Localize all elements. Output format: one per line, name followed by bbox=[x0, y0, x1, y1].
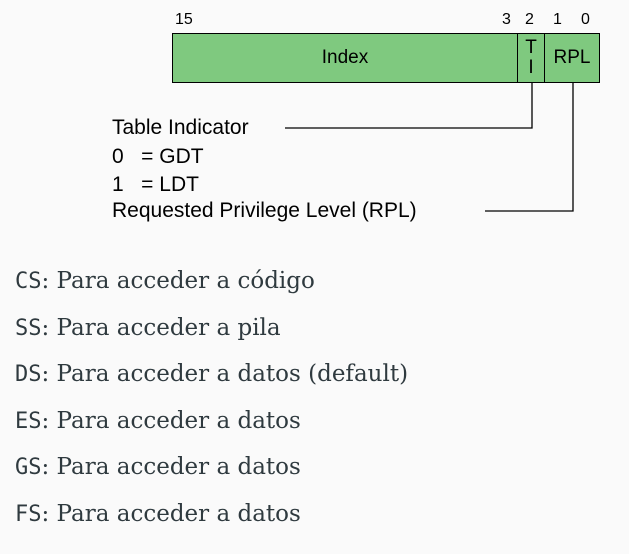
bit-number-1: 1 bbox=[553, 11, 562, 28]
bit-number-0: 0 bbox=[581, 11, 590, 28]
list-item: SS: Para acceder a pila bbox=[15, 310, 408, 357]
bit-number-2: 2 bbox=[525, 11, 534, 28]
segment-register-name: DS bbox=[15, 362, 42, 387]
segment-register-name: SS bbox=[15, 315, 42, 341]
list-item: CS: Para acceder a código bbox=[15, 263, 408, 310]
bit-number-3: 3 bbox=[502, 11, 511, 28]
ldt-label: 1 = LDT bbox=[112, 173, 199, 196]
segment-register-name: GS bbox=[15, 455, 42, 480]
bit-number-15: 15 bbox=[175, 11, 193, 28]
rpl-field-label: RPL bbox=[553, 47, 591, 68]
index-field: Index bbox=[172, 33, 518, 83]
ti-field-label: TI bbox=[525, 37, 537, 78]
list-item: FS: Para acceder a datos bbox=[15, 496, 408, 543]
rpl-label: Requested Privilege Level (RPL) bbox=[112, 199, 417, 222]
segment-register-description: : Para acceder a datos bbox=[41, 454, 301, 480]
index-field-label: Index bbox=[321, 47, 369, 68]
list-item: ES: Para acceder a datos bbox=[15, 403, 408, 450]
list-item: DS: Para acceder a datos (default) bbox=[15, 356, 408, 403]
segment-register-name: ES bbox=[15, 408, 42, 434]
segment-register-description: : Para acceder a código bbox=[41, 268, 315, 294]
segment-register-list: CS: Para acceder a código SS: Para acced… bbox=[15, 263, 408, 542]
gdt-label: 0 = GDT bbox=[112, 145, 204, 168]
list-item: GS: Para acceder a datos bbox=[15, 449, 408, 496]
connector-lines bbox=[285, 83, 574, 212]
ti-connector-line bbox=[285, 83, 533, 129]
segment-register-name: FS bbox=[15, 501, 42, 527]
rpl-field: RPL bbox=[544, 33, 600, 83]
table-indicator-label: Table Indicator bbox=[112, 116, 249, 139]
segment-register-description: : Para acceder a datos bbox=[41, 500, 301, 527]
segment-register-description: : Para acceder a pila bbox=[41, 314, 281, 341]
segment-register-description: : Para acceder a datos (default) bbox=[41, 361, 409, 387]
segment-register-name: CS bbox=[15, 269, 42, 294]
rpl-connector-line bbox=[485, 83, 574, 212]
segment-register-description: : Para acceder a datos bbox=[41, 407, 301, 434]
